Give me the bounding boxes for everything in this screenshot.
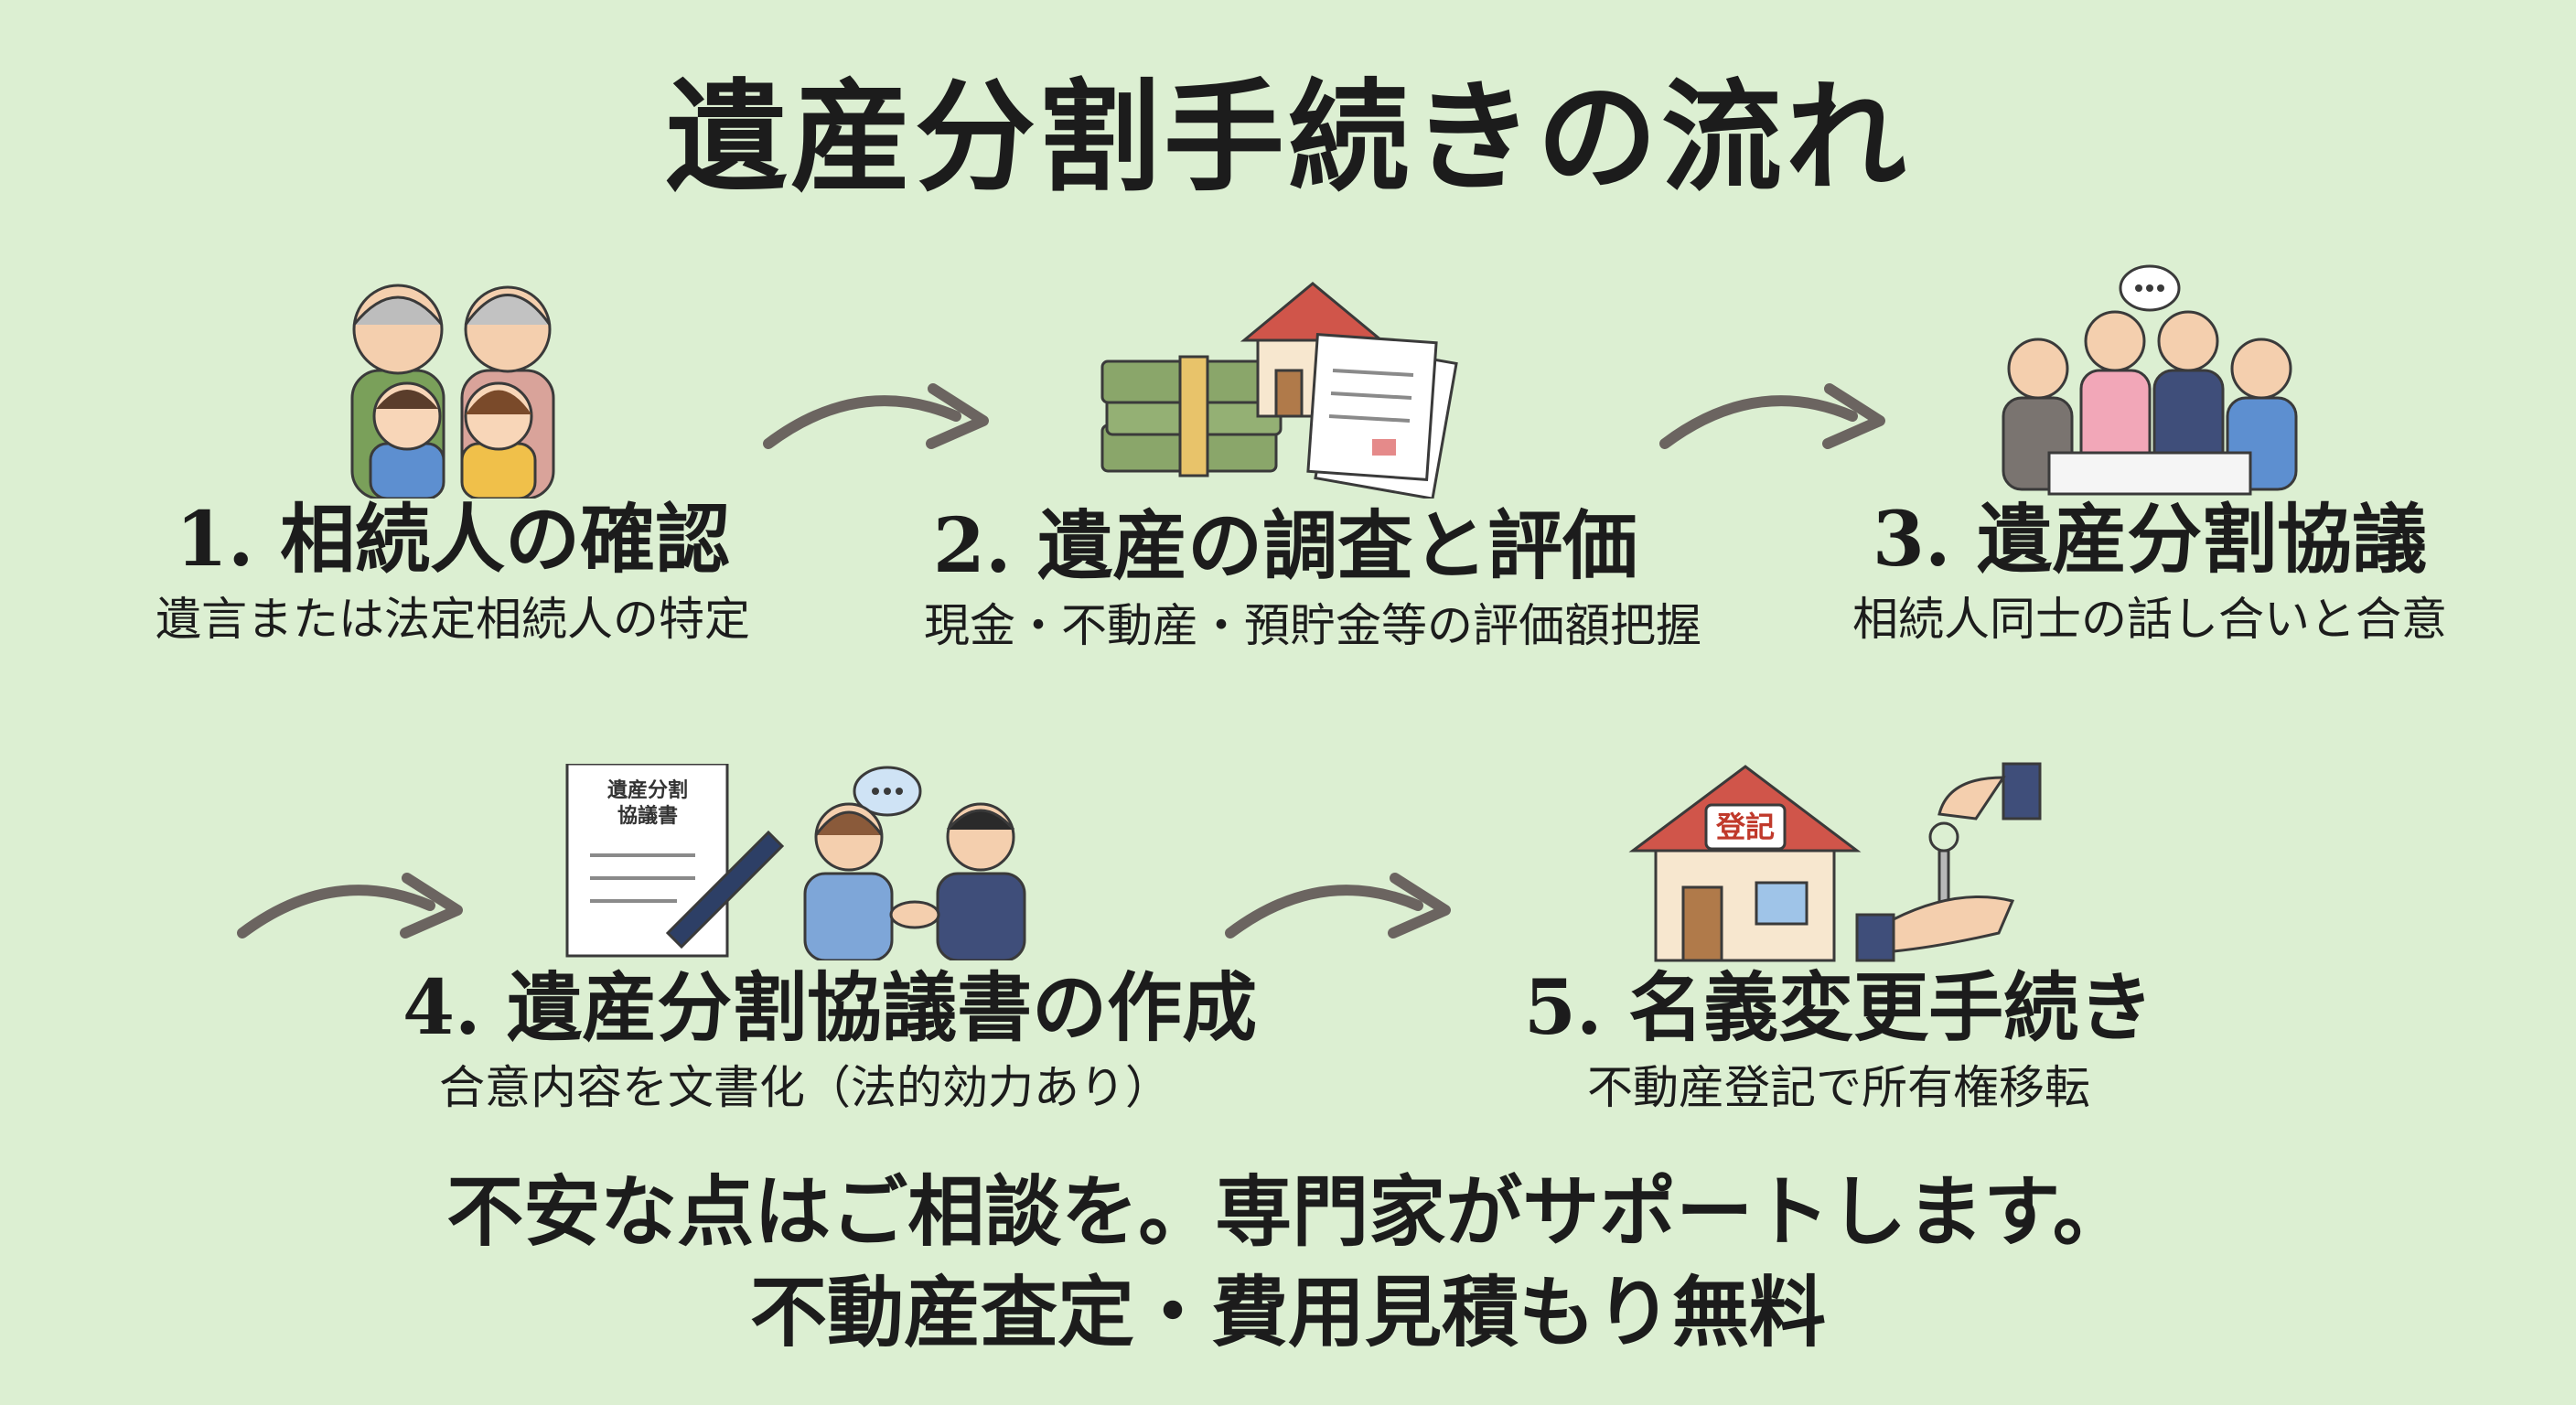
step-5: 登記 5. 名義変更手続き 不動産登記で所有権移転	[1519, 759, 2159, 1115]
arrow-icon	[1659, 383, 1885, 449]
step-4-desc: 合意内容を文書化（法的効力あり）	[439, 1061, 1171, 1115]
step-1: 1. 相続人の確認 遺言または法定相続人の特定	[137, 261, 768, 647]
meeting-illustration	[2002, 264, 2298, 496]
step-3: 3. 遺産分割協議 相続人同士の話し合いと合意	[1830, 261, 2470, 647]
step-3-title: 3. 遺産分割協議	[1872, 496, 2428, 584]
house-sign-text: 登記	[1715, 810, 1775, 844]
family-illustration	[350, 284, 555, 499]
footer-line-1: 不安な点はご相談を。専門家がサポートします。	[446, 1166, 2130, 1257]
money-house-documents-illustration	[1100, 282, 1458, 499]
step-3-desc: 相続人同士の話し合いと合意	[1852, 593, 2447, 647]
document-label-line2: 協議書	[617, 804, 678, 828]
house-key-illustration: 登記	[1628, 762, 2042, 962]
arrow-icon	[237, 873, 463, 938]
agreement-document-handshake-illustration: 遺産分割 協議書	[565, 764, 1026, 960]
footer-line-2: 不動産査定・費用見積もり無料	[749, 1267, 1826, 1357]
step-2: 2. 遺産の調査と評価 現金・不動産・預貯金等の評価額把握	[924, 265, 1701, 653]
step-5-desc: 不動産登記で所有権移転	[1587, 1061, 2090, 1115]
step-1-desc: 遺言または法定相続人の特定	[156, 593, 750, 647]
arrow-icon	[1225, 873, 1451, 938]
page-title: 遺産分割手続きの流れ	[666, 67, 1910, 209]
arrow-icon	[763, 383, 989, 449]
step-2-desc: 現金・不動産・預貯金等の評価額把握	[924, 599, 1701, 653]
step-5-title: 5. 名義変更手続き	[1523, 964, 2154, 1052]
step-4-title: 4. 遺産分割協議書の作成	[402, 964, 1258, 1052]
step-1-title: 1. 相続人の確認	[175, 496, 731, 584]
document-label-line1: 遺産分割	[607, 778, 688, 802]
step-2-title: 2. 遺産の調査と評価	[932, 502, 1638, 590]
step-4: 遺産分割 協議書 4. 遺産分割協議書の作成 合意内容を文書化（法的効力あり）	[402, 764, 1258, 1115]
